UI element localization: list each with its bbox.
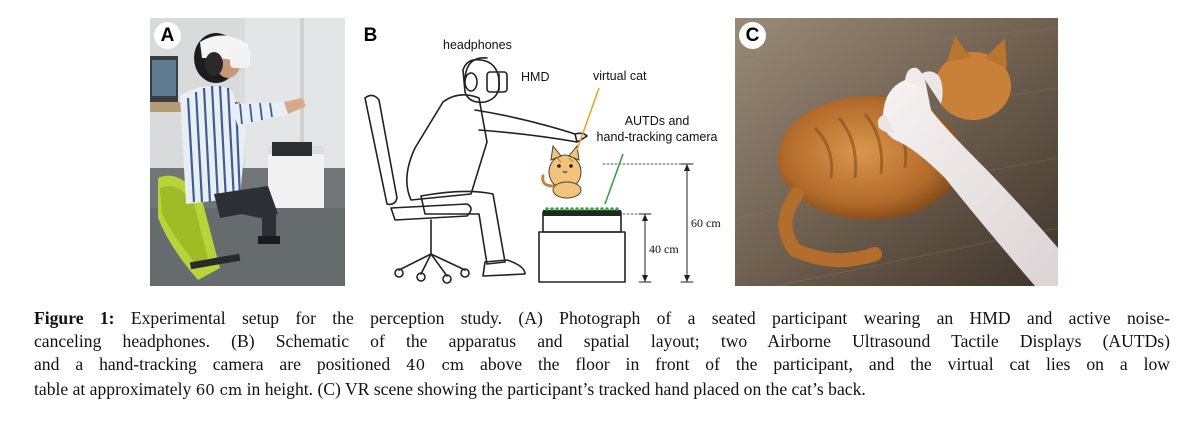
label-height-40: 40 cm xyxy=(649,242,679,256)
label-autds-line2: hand-tracking camera xyxy=(596,130,718,144)
vr-scene-render xyxy=(735,18,1058,286)
panel-a-photo: A xyxy=(150,18,345,286)
virtual-cat-drawing xyxy=(541,144,582,199)
label-virtual-cat: virtual cat xyxy=(593,69,647,83)
panel-a-letter: A xyxy=(154,22,181,49)
figure-label: Figure 1: xyxy=(34,308,115,328)
label-hmd: HMD xyxy=(521,70,550,84)
caption-height-40: 40 cm xyxy=(406,356,465,375)
participant-photo xyxy=(150,18,345,286)
label-headphones: headphones xyxy=(443,38,512,52)
panel-b-schematic: B headphones HMD virtual cat AUTDs and h… xyxy=(355,18,725,286)
apparatus-schematic xyxy=(364,57,694,284)
label-autds: AUTDs and hand-tracking camera xyxy=(589,113,725,145)
caption-line1-text: Experimental setup for the perception st… xyxy=(130,308,1170,328)
caption-height-60: 60 cm xyxy=(195,380,243,399)
caption-line4-a: table at approximately xyxy=(34,378,192,399)
label-height-60: 60 cm xyxy=(691,216,721,230)
label-autds-line1: AUTDs and xyxy=(624,114,690,128)
panel-b-letter: B xyxy=(363,25,378,46)
caption-line-2: canceling headphones. (B) Schematic of t… xyxy=(34,331,1170,352)
caption-line-1: Figure 1: Experimental setup for the per… xyxy=(34,307,1170,330)
figure-caption: Figure 1: Experimental setup for the per… xyxy=(34,307,1170,402)
caption-line-4: table at approximately 60 cm in height. … xyxy=(34,378,1170,402)
panel-c-vr-scene: C xyxy=(735,18,1058,286)
caption-line3-b: above the floor in front of the particip… xyxy=(480,354,1170,375)
caption-line-3: and a hand-tracking camera are positione… xyxy=(34,353,1170,377)
panel-c-letter: C xyxy=(739,22,766,49)
caption-line3-a: and a hand-tracking camera are positione… xyxy=(34,354,391,375)
caption-line4-b: in height. (C) VR scene showing the part… xyxy=(246,378,866,399)
